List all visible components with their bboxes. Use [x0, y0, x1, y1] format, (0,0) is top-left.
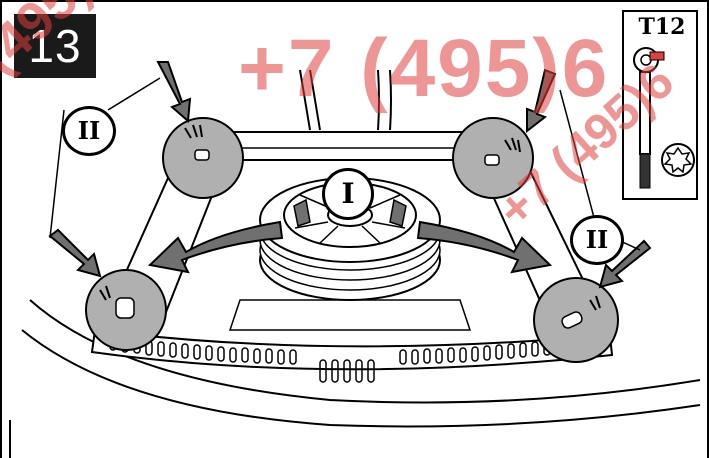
- curved-arrow-icon: [416, 220, 553, 274]
- screw-icon: [504, 137, 521, 153]
- arrow-down-icon: [526, 68, 557, 134]
- wheel-removal-arrows: [147, 220, 553, 274]
- tool-callout-box: T12: [622, 10, 698, 200]
- clamp-icon: [293, 198, 311, 227]
- clips: [115, 149, 583, 329]
- bumper-curve: [21, 329, 701, 428]
- screws: [99, 124, 601, 311]
- tool-label: T12: [638, 14, 686, 40]
- screw-icon: [99, 285, 111, 301]
- cable: [309, 69, 321, 131]
- callout-ii-left: II: [62, 106, 116, 156]
- arrow-down-icon: [156, 61, 192, 124]
- clip-icon: [115, 297, 135, 319]
- removal-arrows: [48, 61, 652, 289]
- clip-icon: [194, 149, 210, 161]
- cable: [389, 69, 392, 131]
- step-number-badge: 13: [14, 14, 96, 78]
- callout-ii-right: II: [570, 215, 624, 265]
- leader-lines: [49, 77, 641, 251]
- screw-icon: [184, 124, 203, 139]
- curved-arrow-icon: [147, 220, 284, 274]
- floor-panel: [228, 299, 472, 331]
- clip-icon: [484, 154, 500, 166]
- torx-socket-wrench-icon: [633, 47, 695, 189]
- cable: [299, 69, 311, 131]
- clip-icon: [561, 311, 583, 329]
- rear-trim-strip: [90, 328, 614, 371]
- screw-icon: [589, 295, 601, 311]
- wheel-clamps: [293, 198, 407, 227]
- arrow-down-icon: [48, 228, 102, 278]
- callout-i-center: I: [322, 168, 374, 220]
- clamp-icon: [389, 198, 407, 227]
- arrow-down-icon: [598, 239, 652, 289]
- spare-wheel: [259, 177, 441, 301]
- cable: [377, 69, 380, 131]
